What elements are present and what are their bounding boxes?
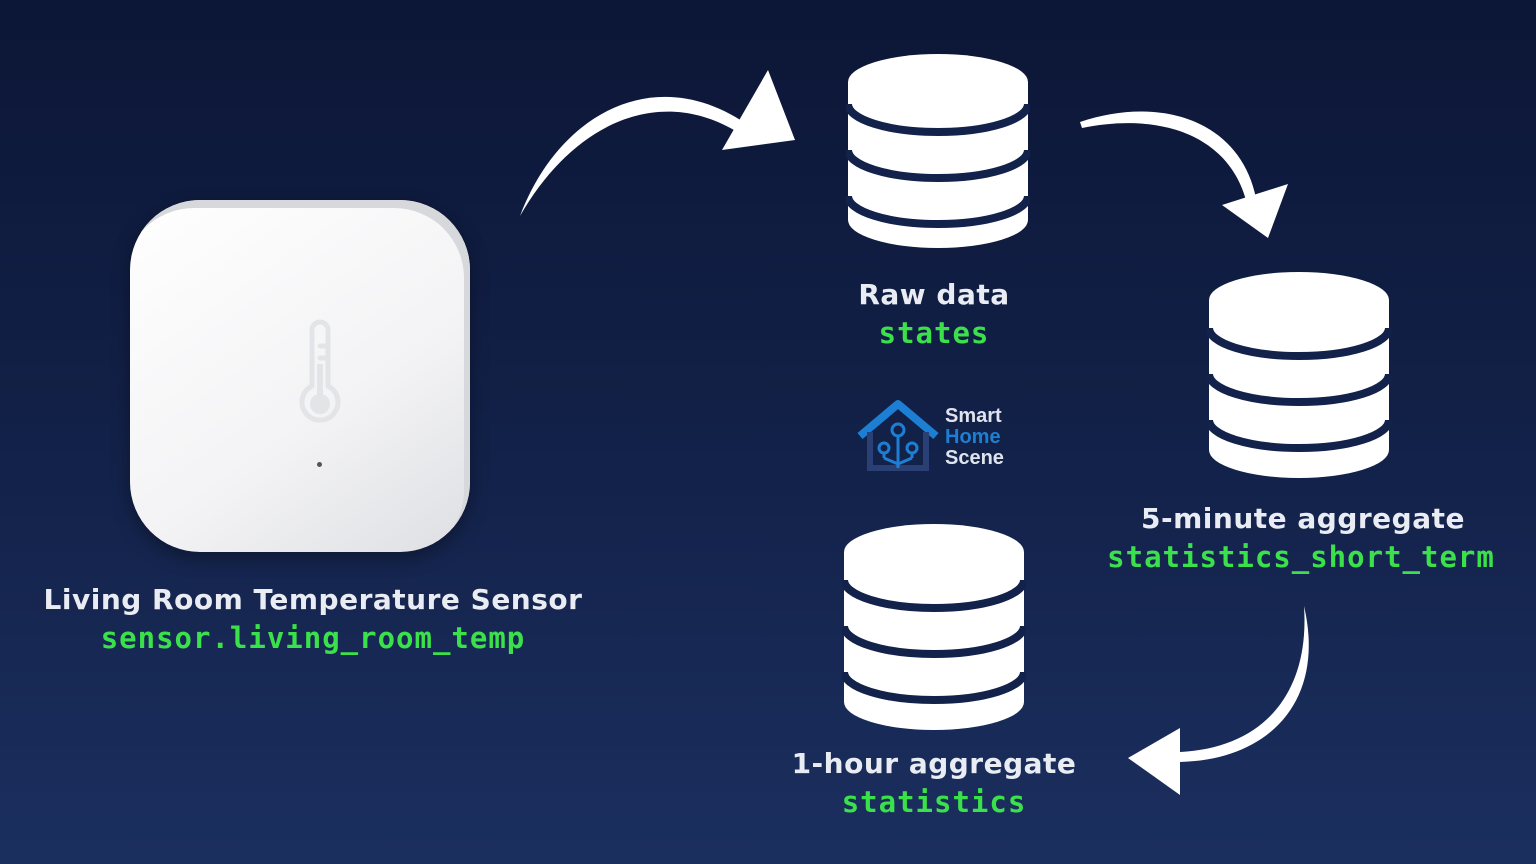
house-circuit-icon xyxy=(857,400,939,471)
raw-data-title: Raw data xyxy=(858,278,1010,311)
short-term-table: statistics_short_term xyxy=(1107,540,1495,574)
logo-line-smart: Smart xyxy=(945,405,1002,427)
sensor-led xyxy=(317,462,322,467)
thermometer-icon xyxy=(299,319,341,423)
arrow-raw-to-short-term xyxy=(1080,111,1288,238)
logo-line-home: Home xyxy=(945,426,1001,448)
long-term-database-icon xyxy=(842,524,1026,730)
raw-data-table: states xyxy=(878,316,990,350)
raw-data-database-icon xyxy=(846,54,1030,248)
sensor-title: Living Room Temperature Sensor xyxy=(43,583,583,616)
sensor-entity-id: sensor.living_room_temp xyxy=(100,621,526,655)
arrow-sensor-to-raw xyxy=(520,70,795,216)
short-term-title: 5-minute aggregate xyxy=(1141,502,1465,535)
short-term-database-icon xyxy=(1207,272,1391,478)
long-term-table: statistics xyxy=(841,785,1027,819)
long-term-title: 1-hour aggregate xyxy=(791,747,1077,780)
temperature-sensor-device xyxy=(130,200,470,552)
logo-line-scene: Scene xyxy=(945,447,1004,469)
arrow-short-term-to-long-term xyxy=(1128,606,1309,795)
